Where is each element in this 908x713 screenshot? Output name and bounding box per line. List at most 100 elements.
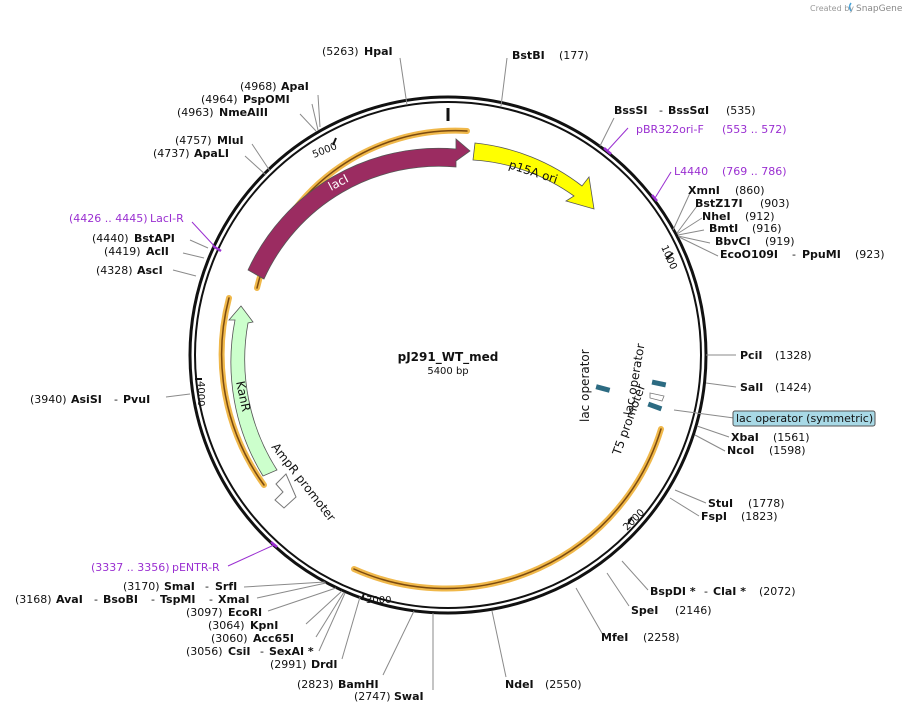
site-acli-pos: (4419) [104,245,141,258]
kanr-feature[interactable] [228,305,278,477]
site-bspdi-pos: (2072) [759,585,796,598]
site-acc65i: (3060) Acc65I [211,632,294,645]
site-bsssi-name: BssSI [614,104,648,117]
site-stui: StuI (1778) [708,497,785,510]
site-bbvci-pos: (919) [765,235,795,248]
site-avai-dash3: - [209,593,213,606]
site-avai-pos: (3168) [15,593,52,606]
site-xmai-name: XmaI [218,593,249,606]
site-drdi-name: DrdI [311,658,338,671]
site-ecori-name: EcoRI [228,606,262,619]
site-asisi: (3940) AsiSI PvuI - [30,393,150,406]
site-asisi-pos: (3940) [30,393,67,406]
site-bstbi-name: BstBI [512,49,545,62]
primer-pentr-r-range: (3337 .. 3356) [91,561,170,574]
site-avai: (3168) AvaI - BsoBI - TspMI - XmaI [15,593,249,606]
site-sali-pos: (1424) [775,381,812,394]
ampr-promoter-feature[interactable] [274,473,297,509]
site-csii-pos: (3056) [186,645,223,658]
site-bspdi: BspDI * - ClaI * (2072) [650,585,796,598]
site-pvui-name: PvuI [123,393,150,406]
site-pspomi: (4964) PspOMI [201,93,290,106]
site-nhei-pos: (912) [745,210,775,223]
site-ecoo109i-dash: - [792,248,796,261]
site-bsssi-dash: - [659,104,663,117]
primer-l4440-name: L4440 [674,165,708,178]
site-nhei: NheI (912) [702,210,775,223]
site-kpni-pos: (3064) [208,619,245,632]
site-bspdi-dash: - [704,585,708,598]
tick-2000: 2000 [621,507,647,533]
site-mlui-name: MluI [217,134,244,147]
site-nmeaiii-name: NmeAIII [219,106,268,119]
site-bbvci: BbvCI (919) [715,235,795,248]
site-smai-pos: (3170) [123,580,160,593]
site-bstapi-pos: (4440) [92,232,129,245]
plasmid-length: 5400 bp [427,366,468,377]
site-hpai: (5263) HpaI [322,45,393,58]
site-stui-name: StuI [708,497,733,510]
site-ncoi-pos: (1598) [769,444,806,457]
primer-pbr-name: pBR322ori-F [636,123,704,136]
site-bamhi: (2823) BamHI [297,678,379,691]
site-bspdi-name: BspDI * [650,585,696,598]
site-xbai-pos: (1561) [773,431,810,444]
site-smai-dash: - [205,580,209,593]
backbone-inner [194,101,702,609]
site-acc65i-name: Acc65I [253,632,294,645]
site-bstbi-pos: (177) [559,49,589,62]
site-acli-name: AclI [146,245,169,258]
lac-operator-symmetric-feature[interactable] [647,401,663,412]
site-ecori-pos: (3097) [186,606,223,619]
lac-operator-1-feature[interactable] [595,384,611,393]
site-avai-dash1: - [94,593,98,606]
leader-lines [165,57,737,690]
primer-pentr-r-name: pENTR-R [172,561,220,574]
site-ncoi-name: NcoI [727,444,754,457]
site-bsssai-name: BssSαI [668,104,709,117]
site-acc65i-pos: (3060) [211,632,248,645]
primer-pbr-range: (553 .. 572) [722,123,787,136]
site-bmti: BmtI (916) [709,222,782,235]
site-apali-name: ApaLI [194,147,229,160]
site-nmeaiii: (4963) NmeAIII [177,106,268,119]
site-hpai-pos: (5263) [322,45,359,58]
site-acli: (4419) AclI [104,245,169,258]
site-apai-pos: (4968) [240,80,277,93]
site-bstapi-name: BstAPI [134,232,175,245]
lac-operator-symmetric-highlight [732,410,876,427]
site-apali-pos: (4737) [153,147,190,160]
site-spei: SpeI (2146) [631,604,712,617]
site-bbvci-name: BbvCI [715,235,751,248]
site-nmeaiii-pos: (4963) [177,106,214,119]
site-fspi-name: FspI [701,510,727,523]
site-stui-pos: (1778) [748,497,785,510]
site-xmni-name: XmnI [688,184,720,197]
primer-pentr-r: (3337 .. 3356) pENTR-R [91,561,220,574]
site-sali-name: SalI [740,381,763,394]
site-fspi-pos: (1823) [741,510,778,523]
site-csii-name: CsiI [228,645,250,658]
site-ppumi-name: PpuMI [802,248,841,261]
site-bsobi-name: BsoBI [103,593,138,606]
site-swai-pos: (2747) [354,690,391,703]
primer-l4440-range: (769 .. 786) [722,165,787,178]
site-srfi-name: SrfI [215,580,237,593]
p15a-ori-feature[interactable] [472,142,595,210]
site-drdi-pos: (2991) [270,658,307,671]
site-pcii-name: PciI [740,349,762,362]
site-hpai-name: HpaI [364,45,393,58]
t5-promoter-feature[interactable] [649,392,665,402]
tick-1000: 1000 [658,244,678,272]
site-apai: (4968) ApaI [240,80,309,93]
site-asci-name: AscI [137,264,163,277]
site-sexai-name: SexAI * [269,645,314,658]
site-bstapi: (4440) BstAPI [92,232,175,245]
site-bamhi-name: BamHI [338,678,379,691]
laci-feature[interactable] [247,138,471,280]
site-bsssi: BssSI - BssSαI (535) [614,104,756,117]
primer-leader-lines [191,127,672,567]
lac-operator-2-feature[interactable] [651,379,667,388]
tick-5000: 5000 [311,141,339,161]
plasmid-name: pJ291_WT_med [398,350,499,365]
